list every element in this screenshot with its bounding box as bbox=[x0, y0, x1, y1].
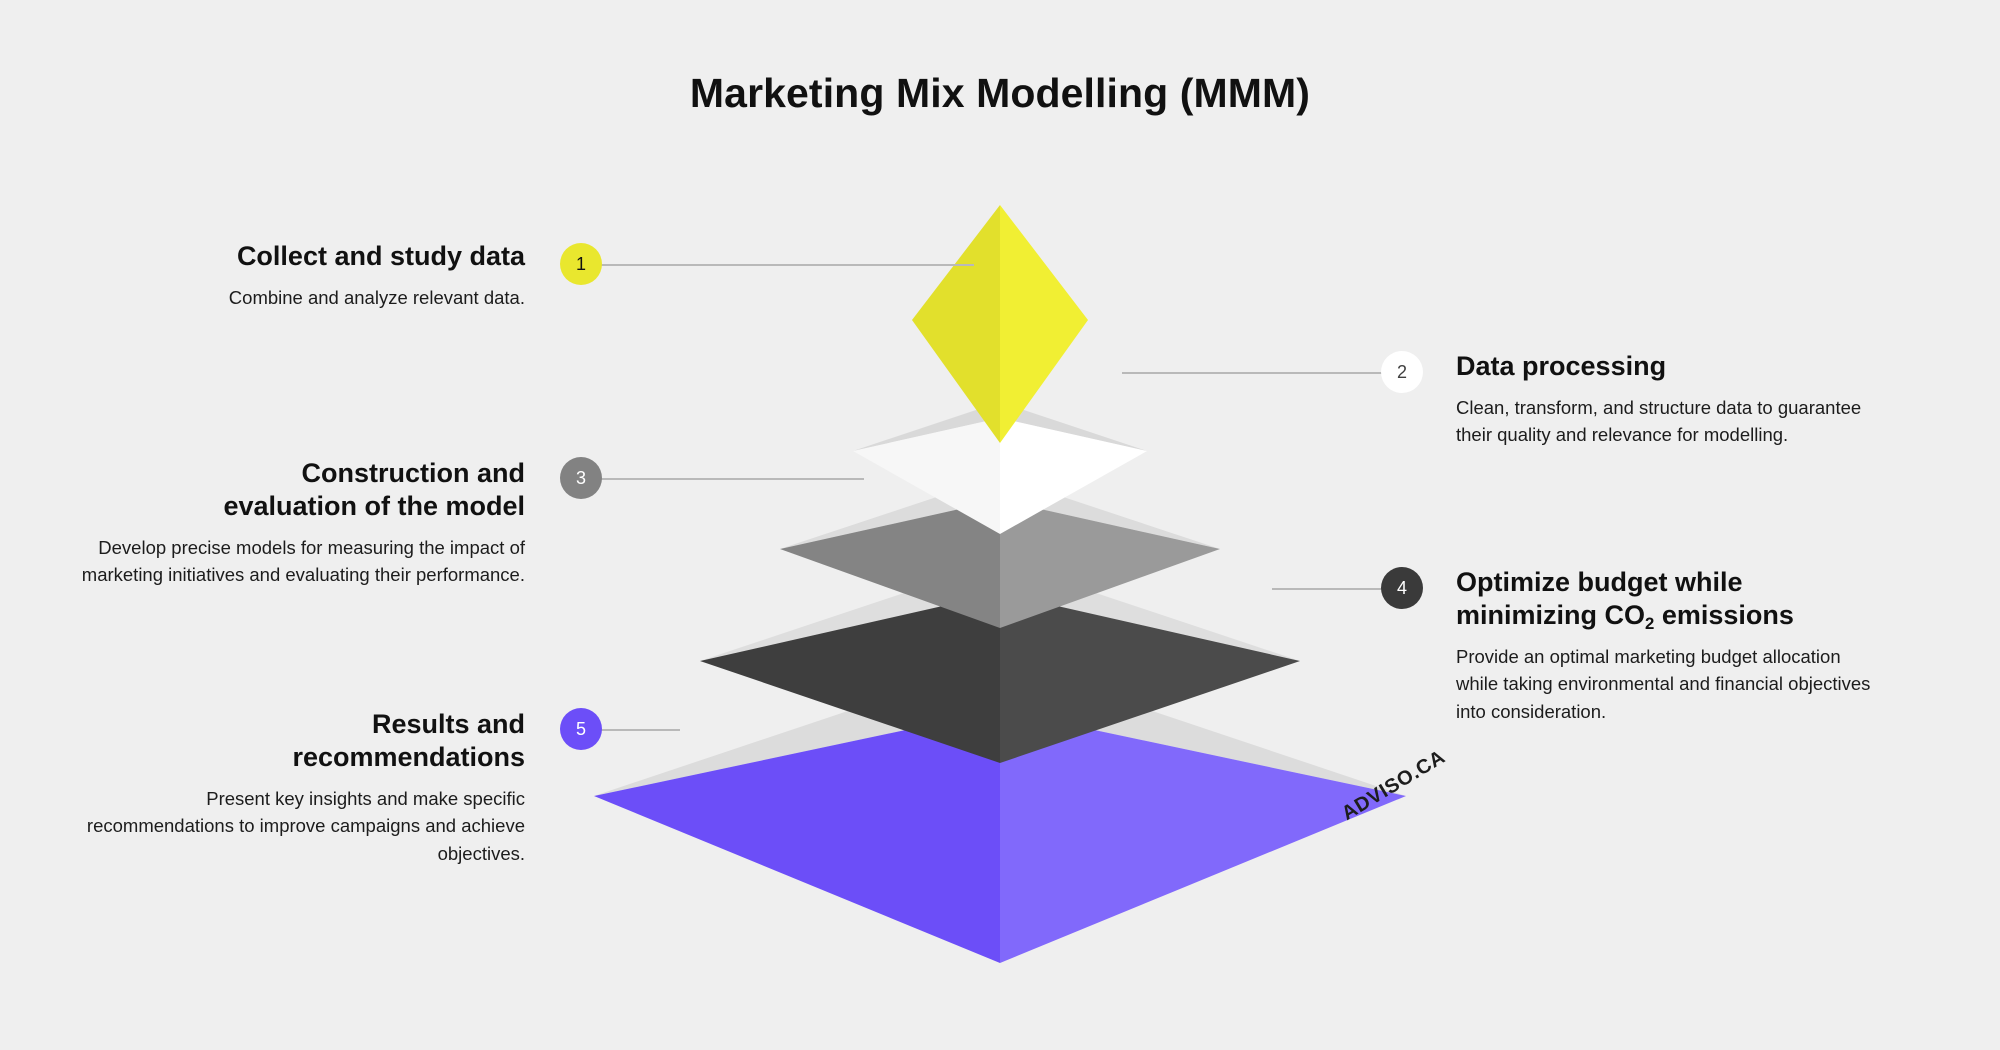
pyramid-tier-4-optimize-budget[interactable] bbox=[700, 561, 1300, 763]
badge-step-5-number: 5 bbox=[575, 718, 586, 739]
callout-step-5-title: Results and recommendations bbox=[80, 708, 525, 774]
callout-step-2-description: Clean, transform, and structure data to … bbox=[1456, 396, 1862, 446]
callout-step-5[interactable]: Results and recommendations Present key … bbox=[80, 708, 525, 867]
connector-line-1 bbox=[594, 264, 974, 266]
tier-4-left-face bbox=[700, 593, 1000, 763]
pyramid-tier-3-construction-and-evaluation[interactable] bbox=[780, 476, 1220, 628]
badge-step-1[interactable]: 1 bbox=[560, 243, 602, 285]
callout-step-5-title-line-2: recommendations bbox=[292, 741, 525, 772]
tier-5-right-face bbox=[1000, 710, 1406, 963]
callout-step-4-title-line-2: minimizing CO2 emissions bbox=[1456, 599, 1881, 633]
badge-step-2[interactable]: 2 bbox=[1381, 351, 1423, 393]
badge-step-4[interactable]: 4 bbox=[1381, 567, 1423, 609]
callout-step-3[interactable]: Construction and evaluation of the model… bbox=[80, 457, 525, 589]
badge-step-5[interactable]: 5 bbox=[560, 708, 602, 750]
callout-step-4-title-line-2-prefix: minimizing CO bbox=[1456, 599, 1645, 630]
callout-step-4-title-line-1: Optimize budget while bbox=[1456, 567, 1743, 597]
tier-4-rim bbox=[700, 561, 1300, 661]
callout-step-4-co2-subscript: 2 bbox=[1645, 613, 1655, 633]
callout-step-4-title-line-2-suffix: emissions bbox=[1654, 599, 1794, 630]
callout-step-3-title-line-1: Construction and bbox=[301, 458, 526, 488]
badge-step-4-number: 4 bbox=[1396, 577, 1407, 598]
badge-step-2-number: 2 bbox=[1396, 361, 1407, 382]
badge-step-3-number: 3 bbox=[575, 467, 586, 488]
tier-5-rim bbox=[594, 660, 1406, 796]
tier-3-right-face bbox=[1000, 500, 1220, 628]
tier-4-right-face bbox=[1000, 593, 1300, 763]
connector-line-5 bbox=[594, 729, 680, 731]
tier-2-right-face bbox=[1000, 418, 1147, 534]
callout-step-4-title: Optimize budget while minimizing CO2 emi… bbox=[1456, 566, 1881, 633]
badge-step-1-number: 1 bbox=[575, 253, 586, 274]
connector-line-2 bbox=[1122, 372, 1400, 374]
callout-step-5-description: Present key insights and make specific r… bbox=[86, 787, 525, 864]
watermark-adviso: ADVISO.CA bbox=[1338, 745, 1450, 825]
tier-2-left-face bbox=[853, 418, 1000, 534]
callout-step-3-title: Construction and evaluation of the model bbox=[80, 457, 525, 523]
connector-line-4 bbox=[1272, 588, 1400, 590]
callout-step-5-title-line-1: Results and bbox=[371, 709, 525, 739]
callout-step-1[interactable]: Collect and study data Combine and analy… bbox=[80, 240, 525, 311]
pyramid-tier-5-results-and-recommendations[interactable] bbox=[594, 660, 1406, 963]
callout-step-1-description: Combine and analyze relevant data. bbox=[228, 286, 525, 308]
callout-step-3-title-line-2: evaluation of the model bbox=[223, 490, 525, 521]
tier-3-rim bbox=[780, 476, 1220, 549]
callout-step-4-description: Provide an optimal marketing budget allo… bbox=[1456, 645, 1871, 722]
callout-step-4[interactable]: Optimize budget while minimizing CO2 emi… bbox=[1456, 566, 1881, 725]
pyramid-tier-2-data-processing[interactable] bbox=[853, 402, 1147, 534]
tier-1-left-face bbox=[912, 205, 1000, 443]
callout-step-2-title: Data processing bbox=[1456, 351, 1667, 381]
connector-line-3 bbox=[594, 478, 864, 480]
callout-step-3-description: Develop precise models for measuring the… bbox=[81, 536, 525, 586]
tier-5-left-face bbox=[594, 710, 1000, 963]
tier-1-right-face bbox=[1000, 205, 1088, 443]
badge-step-3[interactable]: 3 bbox=[560, 457, 602, 499]
pyramid-tier-1-collect-and-study-data[interactable] bbox=[912, 205, 1088, 443]
tier-3-left-face bbox=[780, 500, 1000, 628]
callout-step-1-title: Collect and study data bbox=[236, 241, 525, 271]
callout-step-2[interactable]: Data processing Clean, transform, and st… bbox=[1456, 350, 1881, 449]
page-title: Marketing Mix Modelling (MMM) bbox=[689, 70, 1311, 116]
tier-2-rim bbox=[853, 402, 1147, 451]
